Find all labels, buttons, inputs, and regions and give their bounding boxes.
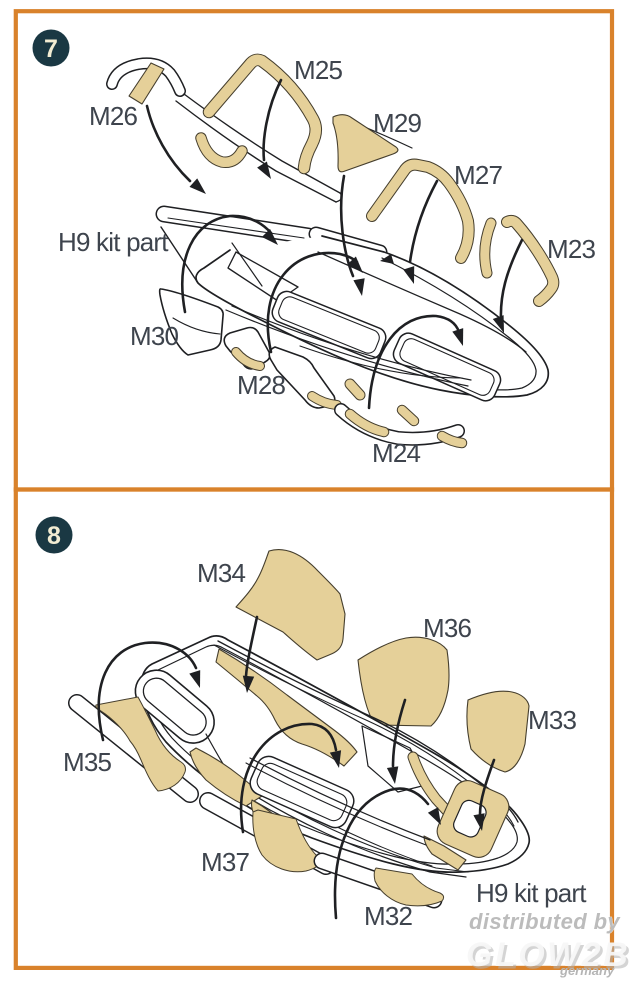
svg-text:M24: M24 — [372, 438, 421, 468]
svg-text:M26: M26 — [89, 101, 138, 131]
svg-text:M25: M25 — [294, 55, 343, 85]
svg-text:M28: M28 — [237, 370, 286, 400]
svg-text:M32: M32 — [364, 901, 413, 931]
svg-text:H9 kit part: H9 kit part — [476, 878, 587, 908]
svg-text:M36: M36 — [423, 613, 472, 643]
svg-text:M29: M29 — [373, 108, 422, 138]
svg-text:M35: M35 — [63, 747, 112, 777]
svg-text:M27: M27 — [454, 160, 503, 190]
svg-text:GLOW2B: GLOW2B — [469, 939, 633, 977]
svg-text:M23: M23 — [547, 234, 596, 264]
svg-text:GLOW2B: GLOW2B — [466, 936, 630, 974]
svg-text:7: 7 — [44, 35, 58, 63]
svg-text:M34: M34 — [197, 558, 246, 588]
svg-text:M33: M33 — [528, 705, 577, 735]
svg-text:H9 kit part: H9 kit part — [58, 227, 169, 257]
svg-text:germany: germany — [559, 963, 615, 978]
svg-text:8: 8 — [47, 522, 61, 550]
svg-text:M37: M37 — [201, 847, 250, 877]
svg-text:distributed by: distributed by — [469, 909, 621, 934]
svg-text:M30: M30 — [130, 321, 179, 351]
